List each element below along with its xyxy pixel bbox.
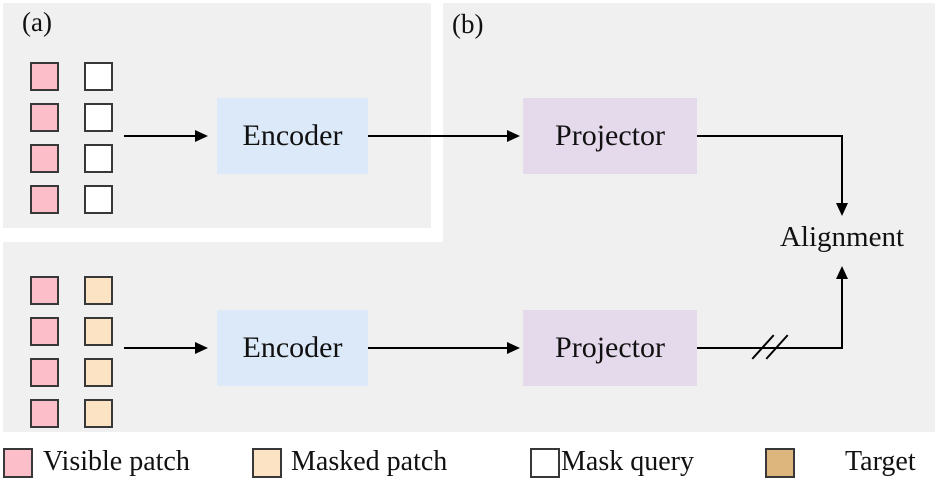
legend-label-target: Target bbox=[845, 446, 916, 477]
mask-query bbox=[84, 185, 113, 214]
visible-patch bbox=[30, 317, 59, 346]
legend-swatch-visible-patch bbox=[3, 448, 33, 478]
projector-box-top: Projector bbox=[523, 98, 697, 174]
projector-box-top-label: Projector bbox=[555, 119, 665, 152]
masked-patch bbox=[84, 358, 113, 387]
panel-bottom bbox=[3, 242, 935, 432]
visible-patch bbox=[30, 103, 59, 132]
arrow-line-patches-to-encoder-top bbox=[124, 135, 196, 137]
arrowhead-down-icon bbox=[836, 203, 848, 216]
projector-box-bottom-label: Projector bbox=[555, 331, 665, 364]
visible-patch bbox=[30, 144, 59, 173]
panel-a-label: (a) bbox=[22, 7, 52, 37]
legend-label-visible-patch: Visible patch bbox=[43, 446, 190, 477]
visible-patch bbox=[30, 399, 59, 428]
encoder-box-bottom-label: Encoder bbox=[242, 331, 343, 364]
legend-swatch-target bbox=[765, 448, 795, 478]
masked-patch bbox=[84, 317, 113, 346]
mask-query bbox=[84, 103, 113, 132]
visible-patch bbox=[30, 276, 59, 305]
patch-grid-bottom bbox=[30, 276, 113, 428]
encoder-box-top-label: Encoder bbox=[242, 119, 343, 152]
panel-b-label: (b) bbox=[452, 9, 484, 39]
arrowhead-up-icon bbox=[836, 266, 848, 279]
arrow-line-encoder-to-projector-bottom bbox=[368, 347, 508, 349]
arrow-line-projector-top-right bbox=[697, 135, 843, 137]
legend-swatch-masked-patch bbox=[252, 448, 282, 478]
arrow-line-encoder-to-projector-top bbox=[368, 135, 508, 137]
arrowhead-right-icon bbox=[507, 342, 520, 354]
legend-swatch-mask-query bbox=[530, 448, 560, 478]
visible-patch bbox=[30, 185, 59, 214]
legend-label-masked-patch: Masked patch bbox=[291, 446, 448, 477]
encoder-box-top: Encoder bbox=[217, 98, 368, 174]
arrowhead-right-icon bbox=[195, 130, 208, 142]
mask-query bbox=[84, 62, 113, 91]
masked-patch bbox=[84, 276, 113, 305]
arrow-line-patches-to-encoder-bottom bbox=[124, 347, 196, 349]
arrowhead-right-icon bbox=[195, 342, 208, 354]
patch-grid-panel-a bbox=[30, 62, 113, 214]
arrow-line-down-to-alignment bbox=[841, 135, 843, 205]
arrow-line-projector-bottom-right bbox=[697, 347, 843, 349]
visible-patch bbox=[30, 62, 59, 91]
masked-patch bbox=[84, 399, 113, 428]
projector-box-bottom: Projector bbox=[523, 310, 697, 386]
legend-label-mask-query: Mask query bbox=[561, 446, 694, 477]
arrow-line-up-to-alignment bbox=[841, 278, 843, 349]
alignment-label: Alignment bbox=[779, 221, 905, 253]
encoder-box-bottom: Encoder bbox=[217, 310, 368, 386]
mask-query bbox=[84, 144, 113, 173]
arrowhead-right-icon bbox=[507, 130, 520, 142]
visible-patch bbox=[30, 358, 59, 387]
